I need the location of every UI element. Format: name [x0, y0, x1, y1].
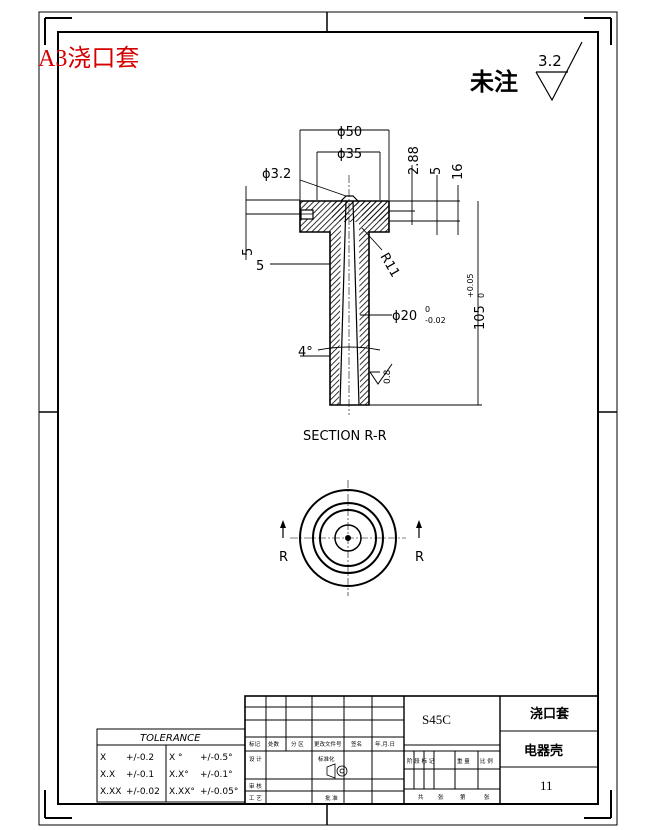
tb-material: S45C: [422, 712, 451, 727]
tb-label-process: 工 艺: [249, 795, 262, 802]
dim-d20: ϕ20: [392, 309, 417, 324]
section-caption: SECTION R-R: [303, 429, 387, 444]
tol-row3-b: +/-0.02: [126, 787, 160, 797]
dim-105-tol-bot: 0: [477, 293, 486, 298]
dim-d50: ϕ50: [337, 125, 362, 140]
tol-row1-c: X °: [169, 753, 183, 763]
tb-label-review: 审 核: [249, 782, 262, 790]
tb-label-weight: 重 量: [457, 757, 470, 765]
tol-row3-a: X.XX: [100, 787, 121, 797]
dim-16: 16: [451, 163, 466, 180]
dim-d20-tol-top: 0: [425, 305, 430, 314]
dim-angle-4: 4°: [298, 345, 313, 360]
dim-105: 105: [473, 305, 488, 330]
dim-105-tol-top: +0.05: [466, 273, 475, 298]
sheet-size-label: A3浇口套: [38, 45, 139, 72]
surface-note-text: 未注: [470, 68, 518, 96]
tb-label-zone: 分 区: [291, 740, 304, 748]
tb-label-sign: 签名: [351, 740, 362, 748]
tb-quantity: 11: [540, 778, 553, 793]
surface-roughness-note: 未注 3.2: [470, 41, 583, 102]
tb-product: 电器壳: [524, 743, 563, 759]
dim-d3-2: ϕ3.2: [262, 167, 291, 182]
tolerance-rows: X +/-0.2 X ° +/-0.5° X.X +/-0.1 X.X° +/-…: [100, 753, 238, 797]
tb-label-no: 第: [460, 793, 466, 801]
tb-label-count: 处数: [268, 740, 280, 748]
tb-part-name: 浇口套: [530, 706, 570, 722]
tb-label-approve: 批 准: [325, 794, 338, 802]
surface-roughness-value: 3.2: [538, 52, 562, 70]
dim-inner-roughness: 0.8: [383, 369, 393, 384]
tb-label-design: 设 计: [249, 755, 262, 763]
tb-label-total: 共: [418, 793, 424, 801]
top-view: [280, 480, 422, 596]
section-view: [299, 175, 390, 415]
tb-label-sheet: 张: [484, 793, 490, 801]
roughness-symbol-icon: [535, 41, 583, 102]
dim-5-left-vertical: 5: [241, 248, 256, 256]
cut-label-left: R: [279, 550, 288, 565]
tb-label-std: 标准化: [318, 755, 335, 763]
tb-label-mark: 标记: [249, 740, 261, 748]
dim-d20-tol-bot: -0.02: [425, 316, 446, 325]
dim-r11: R11: [377, 251, 403, 281]
tol-row3-c: X.XX°: [169, 787, 195, 797]
dim-5-right: 5: [429, 167, 444, 175]
tol-row2-a: X.X: [100, 770, 115, 780]
tolerance-title: TOLERANCE: [140, 733, 201, 744]
dim-2-88: 2.88: [407, 146, 422, 175]
title-block-labels: 标记 处数 分 区 更改文件号 签名 年.月.日 设 计 审 核 工 艺 标准化…: [249, 740, 493, 802]
tb-label-stage: 阶 段 标 记: [407, 757, 435, 765]
cut-label-right: R: [415, 550, 424, 565]
projection-symbol-icon: [326, 763, 348, 779]
tb-label-change-doc: 更改文件号: [314, 740, 342, 748]
tol-row2-b: +/-0.1: [126, 770, 154, 780]
inner-roughness-icon: [369, 363, 393, 385]
tol-row3-d: +/-0.05°: [200, 787, 238, 797]
sheet-border: [38, 11, 618, 826]
tol-row2-c: X.X°: [169, 770, 189, 780]
tb-label-sheets: 张: [438, 793, 444, 801]
tol-row1-a: X: [100, 753, 106, 763]
tb-label-scale: 比 例: [480, 757, 493, 765]
tol-row1-d: +/-0.5°: [200, 753, 233, 763]
dimension-lines: [245, 129, 482, 406]
tb-label-date: 年.月.日: [375, 740, 395, 748]
dim-d35: ϕ35: [337, 147, 362, 162]
tol-row1-b: +/-0.2: [126, 753, 154, 763]
title-block-grid: [244, 695, 599, 805]
dim-5-left: 5: [256, 259, 264, 274]
tol-row2-d: +/-0.1°: [200, 770, 233, 780]
